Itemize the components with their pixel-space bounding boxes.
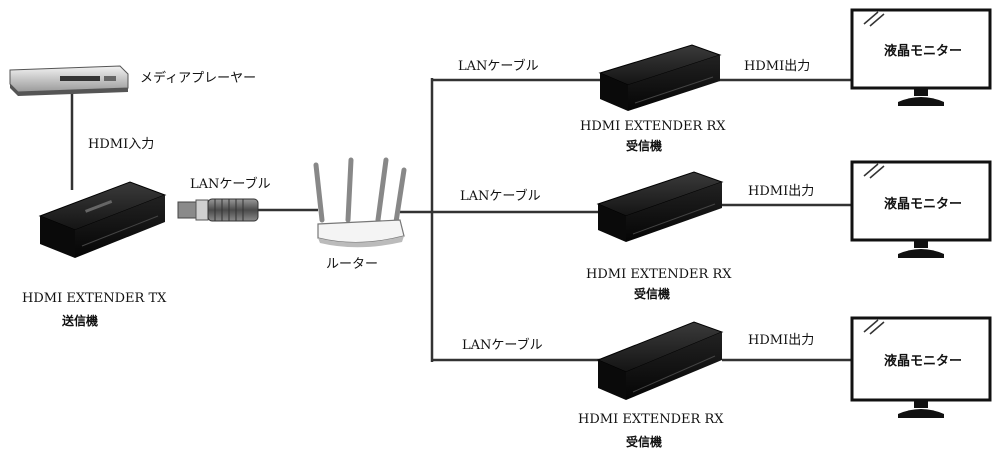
- monitor-1: [850, 8, 992, 106]
- monitor-label-1: 液晶モニター: [884, 44, 963, 59]
- rx-name-label-1: HDMI EXTENDER RX: [580, 119, 726, 134]
- tx-lan-label: LANケーブル: [190, 177, 271, 192]
- connection-lines: [70, 78, 852, 362]
- hdmi-input-label: HDMI入力: [88, 137, 155, 152]
- rx-name-label-2: HDMI EXTENDER RX: [586, 267, 732, 282]
- monitor-label-2: 液晶モニター: [884, 197, 963, 212]
- media-player-label: メディアプレーヤー: [140, 71, 257, 86]
- rx-role-label-2: 受信機: [634, 287, 671, 301]
- monitor-2: [850, 160, 992, 258]
- rx-device-3: [596, 321, 724, 400]
- lan-label-3: LANケーブル: [462, 338, 543, 353]
- router-label: ルーター: [326, 257, 379, 272]
- hdmi-output-label-2: HDMI出力: [748, 184, 815, 199]
- media-player-device: [9, 65, 129, 96]
- rx-device-1: [598, 44, 722, 111]
- rx-role-label-1: 受信機: [626, 139, 663, 153]
- tx-name-label: HDMI EXTENDER TX: [22, 291, 167, 306]
- rx-role-label-3: 受信機: [626, 435, 663, 449]
- router-device: [313, 157, 407, 248]
- lan-label-2: LANケーブル: [460, 189, 541, 204]
- lan-label-1: LANケーブル: [458, 59, 539, 74]
- tx-device: [38, 181, 167, 258]
- monitor-3: [850, 316, 992, 418]
- monitor-label-3: 液晶モニター: [884, 354, 963, 369]
- lan-plug: [177, 198, 259, 222]
- hdmi-output-label-3: HDMI出力: [748, 333, 815, 348]
- rx-name-label-3: HDMI EXTENDER RX: [578, 412, 724, 427]
- tx-role-label: 送信機: [62, 314, 99, 328]
- rx-device-2: [596, 171, 724, 242]
- hdmi-output-label-1: HDMI出力: [744, 59, 811, 74]
